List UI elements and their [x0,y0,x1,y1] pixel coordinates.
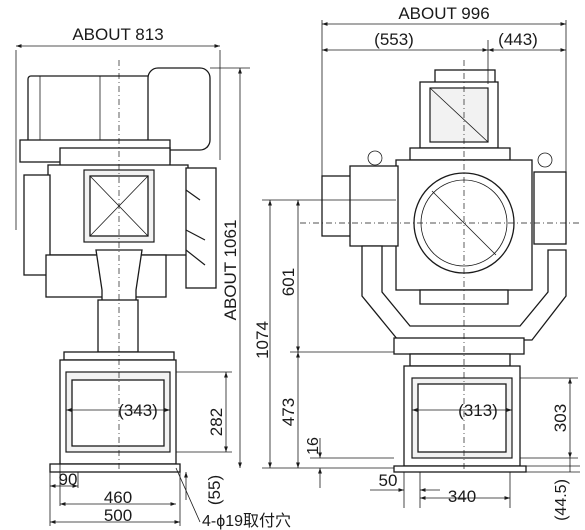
front-base-width-label: 340 [448,487,476,506]
side-view [19,60,217,473]
dim-front-width [321,20,567,176]
side-height-label: ABOUT 1061 [221,220,240,321]
front-view [300,60,580,473]
front-width-label: ABOUT 996 [398,4,489,23]
front-foot-height-label: (44.5) [553,479,570,521]
side-motor-housing [19,67,211,169]
front-upper-height-label: 601 [279,268,298,296]
side-base-outer-label: 500 [104,506,132,525]
dim-front-box-height [520,377,578,459]
side-box-height-label: 282 [207,408,226,436]
dim-side-box-height [176,371,232,453]
front-offset-label: 50 [379,471,398,490]
dim-front-heights [262,199,396,488]
dim-side-bottom [49,464,201,526]
front-right-part-label: (443) [498,30,538,49]
front-box-height-label: 303 [551,404,570,432]
front-base [393,337,527,473]
dim-side-height [210,67,250,468]
side-base-inner-label: 460 [104,488,132,507]
side-box-inner-label: (343) [118,401,158,420]
side-foot-gap-label: (55) [205,475,224,505]
side-width-label: ABOUT 813 [72,25,163,44]
dim-front-bottom [370,458,580,508]
side-bottom-box [49,351,181,473]
front-base-thickness-label: 16 [305,437,322,455]
side-column [95,249,143,353]
side-offset-label: 90 [59,470,78,489]
front-box-inner-label: (313) [458,401,498,420]
front-left-part-label: (553) [374,30,414,49]
front-total-height-label: 1074 [253,321,272,359]
front-top-motor [409,69,511,161]
side-mount-holes-label: 4-ϕ19取付穴 [202,512,291,530]
front-main-head [321,150,567,305]
front-lower-height-label: 473 [279,398,298,426]
